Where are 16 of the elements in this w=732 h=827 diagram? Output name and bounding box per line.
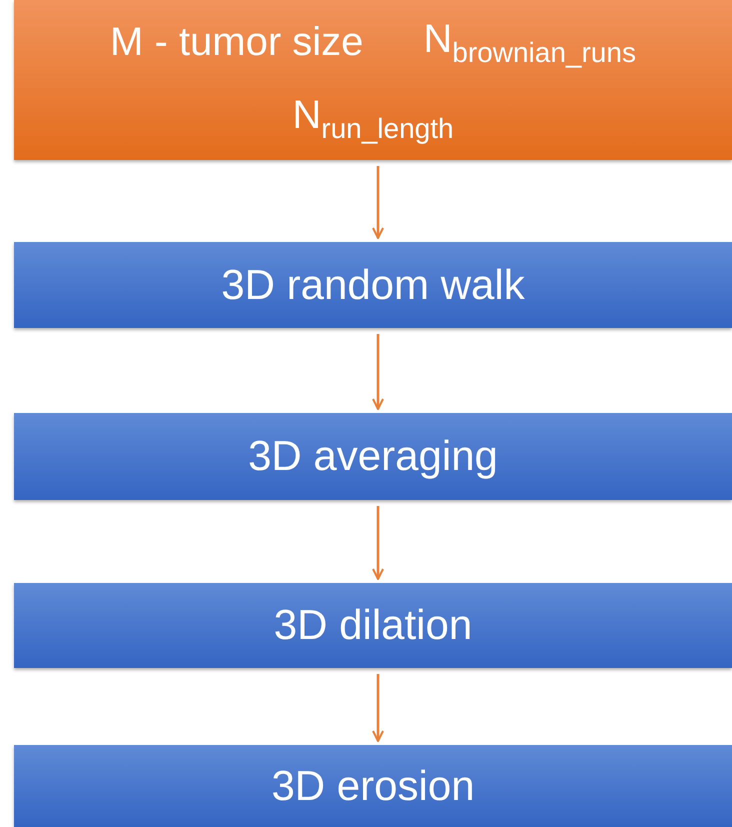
step-label: 3D erosion bbox=[271, 760, 475, 811]
arrow bbox=[372, 674, 384, 742]
arrow bbox=[372, 506, 384, 580]
arrow bbox=[372, 334, 384, 410]
process-box bbox=[14, 242, 732, 328]
parameter-label: N$_{run_length}$ bbox=[292, 92, 454, 146]
parameter-label: N$_{brownian_runs}$ bbox=[423, 16, 636, 70]
process-box bbox=[14, 413, 732, 500]
parameter-label: M - tumor size bbox=[110, 19, 364, 66]
arrow bbox=[372, 166, 384, 239]
step-label: 3D random walk bbox=[221, 260, 525, 310]
step-label: 3D averaging bbox=[248, 431, 498, 482]
process-box bbox=[14, 745, 732, 827]
input-box bbox=[14, 0, 732, 160]
step-label: 3D dilation bbox=[274, 600, 472, 650]
process-box bbox=[14, 583, 732, 668]
